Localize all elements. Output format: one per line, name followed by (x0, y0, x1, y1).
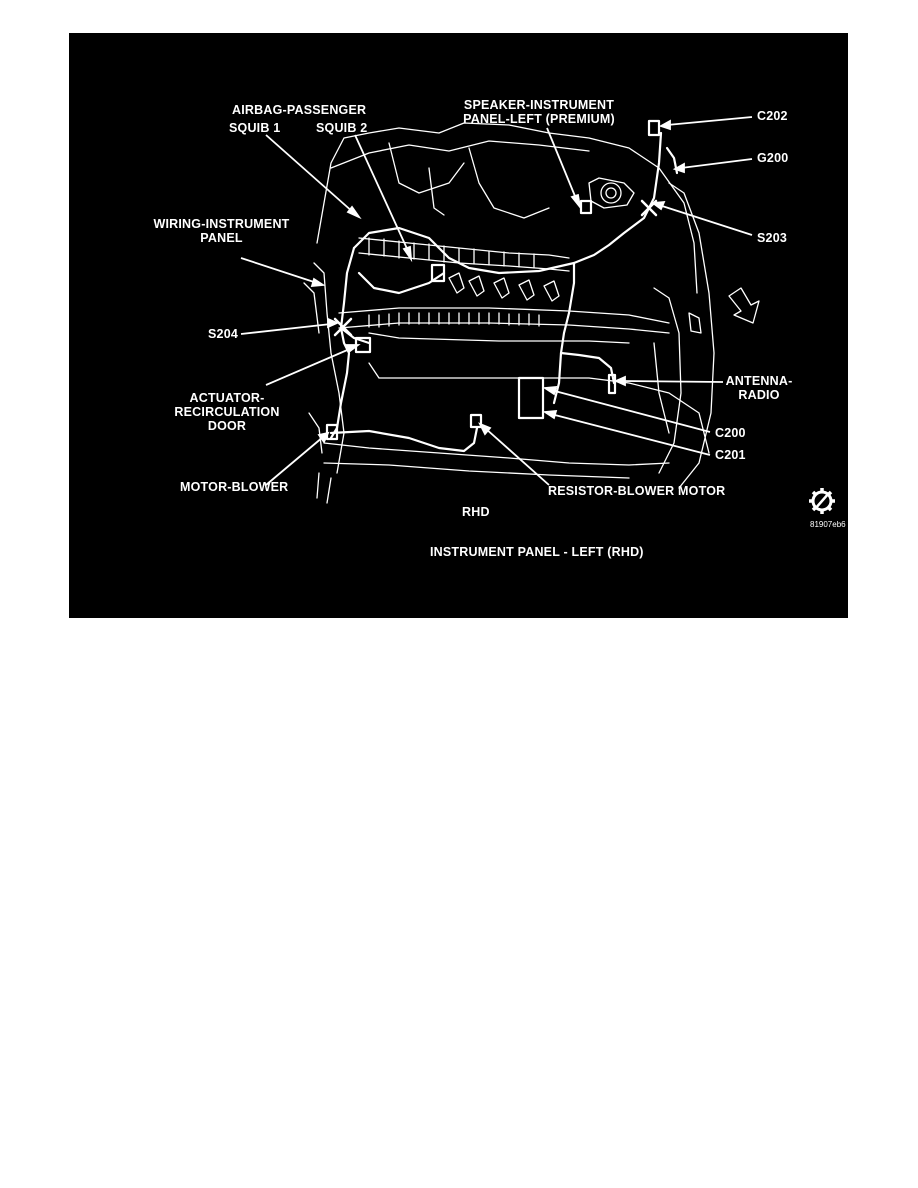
line-art (240, 116, 835, 514)
airbag-passenger-label: AIRBAG-PASSENGER (232, 103, 367, 117)
antenna-label-line2: RADIO (738, 388, 780, 402)
figure-code: 81907eb6 (810, 520, 846, 529)
motor-blower-label: MOTOR-BLOWER (180, 480, 289, 494)
actuator-label: ACTUATOR- RECIRCULATION DOOR (167, 391, 287, 433)
direction-arrow-icon (728, 287, 760, 324)
s204-label: S204 (208, 327, 238, 341)
actuator-label-line2: RECIRCULATION (174, 405, 280, 419)
c201-label: C201 (715, 448, 746, 462)
speaker-label-line1: SPEAKER-INSTRUMENT (463, 98, 615, 112)
gear-icon (809, 488, 835, 514)
diagram-figure: AIRBAG-PASSENGER SQUIB 1 SQUIB 2 SPEAKER… (69, 33, 848, 618)
speaker-label-line2: PANEL-LEFT (PREMIUM) (463, 112, 615, 126)
c202-label: C202 (757, 109, 788, 123)
antenna-label-line1: ANTENNA- (725, 374, 793, 388)
resistor-blower-label: RESISTOR-BLOWER MOTOR (548, 484, 726, 498)
actuator-label-line1: ACTUATOR- (189, 391, 265, 405)
wiring-label-line1: WIRING-INSTRUMENT (153, 217, 290, 231)
speaker-label: SPEAKER-INSTRUMENT PANEL-LEFT (PREMIUM) (454, 98, 624, 126)
rhd-label: RHD (462, 505, 490, 519)
g200-label: G200 (757, 151, 789, 165)
squib2-label: SQUIB 2 (316, 121, 368, 135)
c200-label: C200 (715, 426, 746, 440)
wiring-label: WIRING-INSTRUMENT PANEL (144, 217, 299, 245)
wiring-label-line2: PANEL (200, 231, 243, 245)
s203-label: S203 (757, 231, 787, 245)
squib1-label: SQUIB 1 (229, 121, 281, 135)
figure-caption: INSTRUMENT PANEL - LEFT (RHD) (430, 545, 644, 559)
antenna-label: ANTENNA- RADIO (719, 374, 799, 402)
actuator-label-line3: DOOR (207, 419, 247, 433)
